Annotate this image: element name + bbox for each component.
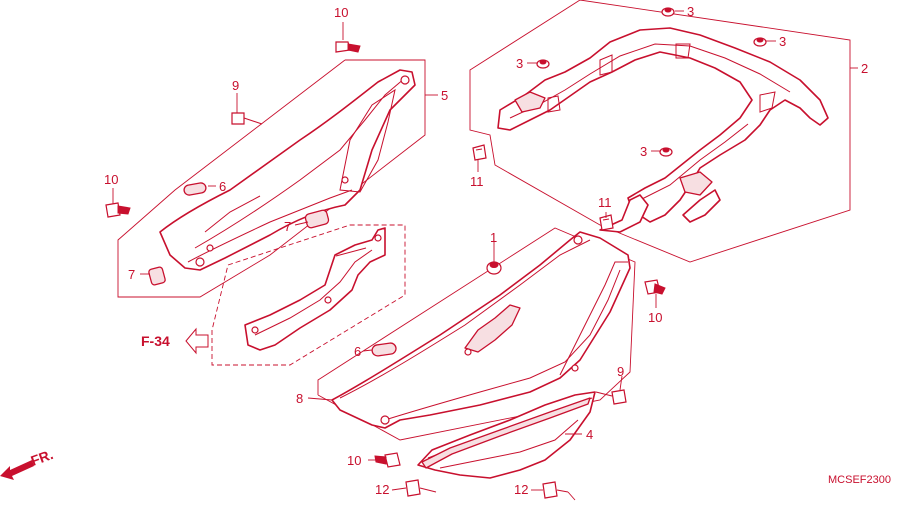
- callout-6-top: 6: [219, 179, 226, 194]
- right-side-cover: [331, 231, 631, 429]
- callout-9-left: 9: [232, 78, 239, 93]
- callout-3c: 3: [779, 34, 786, 49]
- callout-11-left: 11: [470, 174, 484, 189]
- callout-10-top: 10: [334, 5, 348, 20]
- callout-5: 5: [441, 88, 448, 103]
- left-side-cover: [159, 69, 416, 271]
- callout-12-right: 12: [514, 482, 528, 497]
- reference-arrow-icon: [185, 327, 209, 355]
- left-inner-bracket: [244, 227, 386, 351]
- lower-trim: [417, 391, 596, 479]
- screw-12-right: [542, 481, 569, 499]
- callout-1: 1: [490, 230, 497, 245]
- callout-8: 8: [296, 391, 303, 406]
- screw-9-left: [231, 112, 263, 125]
- callout-6-bottom: 6: [354, 344, 361, 359]
- pad-6-bottom: [371, 342, 397, 357]
- rear-grab-rail: [497, 27, 829, 233]
- reference-label: F-34: [141, 333, 170, 349]
- drawing-code: MCSEF2300: [828, 474, 891, 486]
- callout-7-top: 7: [284, 219, 291, 234]
- group-outline-left-cover: [117, 59, 426, 298]
- callout-7-left: 7: [128, 267, 135, 282]
- pad-7-top: [304, 209, 330, 229]
- callout-12-left: 12: [375, 482, 389, 497]
- bolt-10-left: [105, 202, 131, 218]
- front-label: FR.: [29, 446, 56, 469]
- callout-3d: 3: [640, 144, 647, 159]
- callout-3a: 3: [516, 56, 523, 71]
- pad-7-left: [148, 266, 166, 286]
- screw-12-left: [405, 479, 437, 497]
- front-arrow-icon: [0, 460, 34, 480]
- callout-9-right: 9: [617, 364, 624, 379]
- screw-9-right: [595, 389, 627, 405]
- pad-6-top: [183, 182, 207, 196]
- clip-11-left: [472, 144, 487, 161]
- bolt-10-bottom: [374, 452, 401, 468]
- callout-2: 2: [861, 61, 868, 76]
- grommet-3d: [659, 147, 673, 157]
- callout-10-left: 10: [104, 172, 118, 187]
- group-outline-grab-rail: [469, 0, 851, 263]
- callout-4: 4: [586, 427, 593, 442]
- grommet-3a: [536, 59, 550, 69]
- callout-3b: 3: [687, 4, 694, 19]
- bolt-10-top: [335, 41, 361, 53]
- grommet-3c: [753, 37, 767, 47]
- bolt-10-right: [644, 279, 666, 295]
- callout-11-right: 11: [598, 195, 612, 210]
- callout-10-bottom: 10: [347, 453, 361, 468]
- clip-11-right: [599, 214, 614, 231]
- group-outline-right-cover: [317, 227, 636, 441]
- grommet-3b: [661, 7, 675, 17]
- collar-1: [486, 261, 502, 275]
- group-outline-inner-bracket: [211, 224, 406, 366]
- callout-10-right: 10: [648, 310, 662, 325]
